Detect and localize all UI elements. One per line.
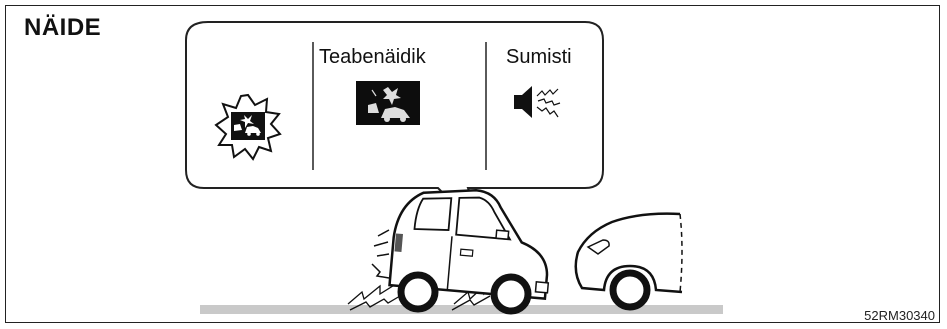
buzzer-label: Sumisti: [506, 46, 572, 68]
road: [200, 305, 723, 314]
minivan-wheels: [397, 271, 532, 315]
collision-indicator-icon: [356, 81, 420, 125]
buzzer-speaker-icon: [514, 86, 561, 118]
collision-warning-burst-icon: [214, 93, 282, 161]
indicator-label: Teabenäidik: [319, 46, 426, 68]
front-car: [574, 212, 683, 311]
figure-title: NÄIDE: [24, 14, 102, 41]
figure-code: 52RM30340: [864, 308, 935, 323]
impact-marks: [371, 229, 390, 279]
minivan: [388, 189, 550, 301]
